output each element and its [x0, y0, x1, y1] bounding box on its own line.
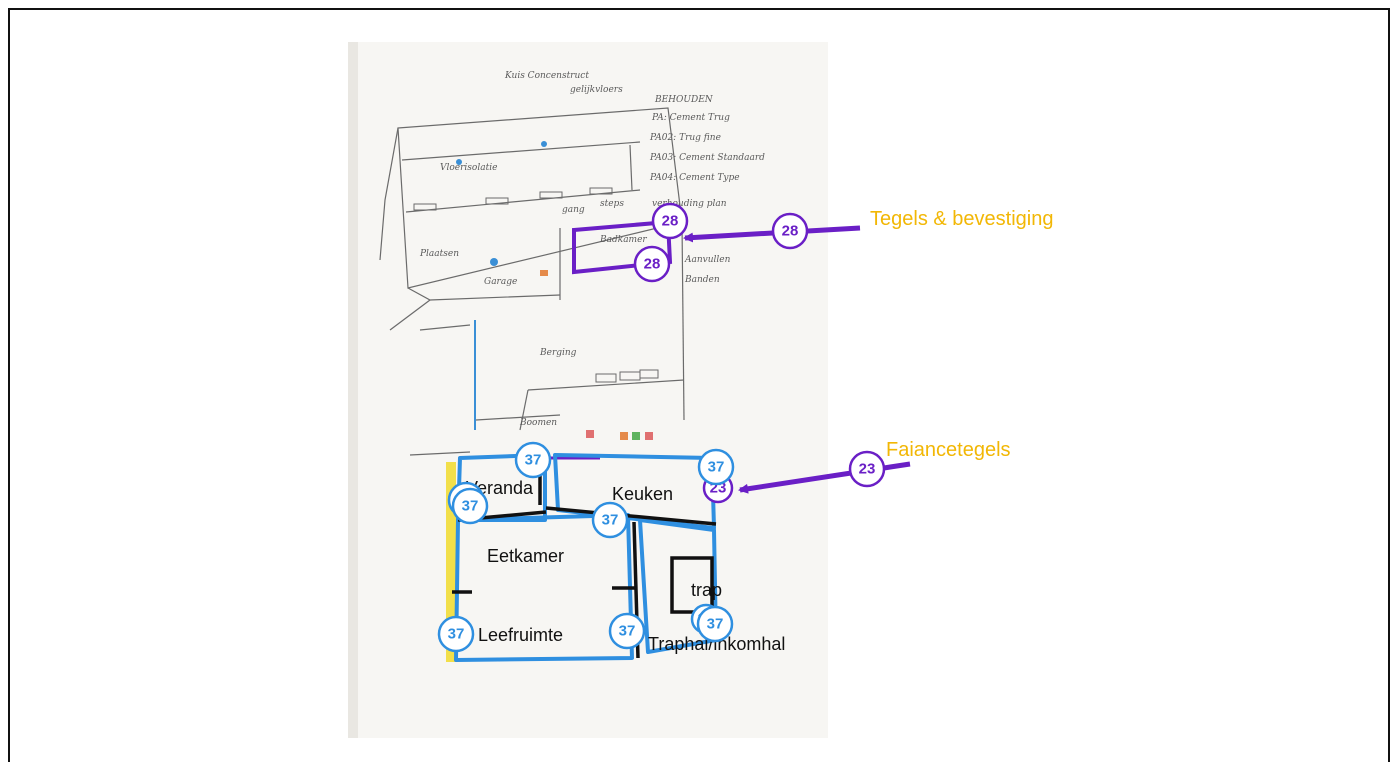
badge-28-c-text: 28 — [782, 223, 799, 240]
badge-37-7: 37 — [608, 612, 646, 650]
badge-37-1-text: 37 — [525, 452, 542, 469]
badge-37-6-text: 37 — [448, 626, 465, 643]
eetkamer-outline — [454, 513, 634, 662]
sketch-note-3: PA02: Trug fine — [649, 133, 721, 143]
room-label-veranda: Veranda — [466, 478, 534, 498]
badge-28-c: 28 — [771, 212, 809, 250]
badge-28-b-text: 28 — [644, 256, 661, 273]
sketch-note-7: Aanvullen — [684, 255, 731, 265]
sketch-fixtures — [456, 141, 653, 440]
sketch-label-berging: Berging — [539, 348, 577, 358]
badge-28-a: 28 — [651, 202, 689, 240]
sketch-labels: gang steps Berging Plaatsen Boomen Vloer… — [419, 163, 647, 428]
badge-23-a: 23 — [848, 450, 886, 488]
sketch-label-garage: Garage — [484, 277, 517, 287]
sketch-label-gang: gang — [562, 205, 585, 215]
room-label-leefruimte: Leefruimte — [478, 625, 563, 645]
sketch-note-5: PA04: Cement Type — [649, 173, 740, 183]
badge-37-9: 37 — [696, 605, 734, 643]
yellow-highlight-strip — [446, 462, 456, 662]
badge-37-5-text: 37 — [602, 512, 619, 529]
room-label-keuken: Keuken — [612, 484, 673, 504]
room-label-traphal: Traphal/inkomhal — [648, 634, 785, 654]
sketch-label-boomen: Boomen — [519, 418, 557, 428]
badge-37-1: 37 — [514, 441, 552, 479]
sketch-note-2: PA: Cement Trug — [651, 113, 730, 123]
badge-37-4: 37 — [451, 487, 489, 525]
badge-37-6: 37 — [437, 615, 475, 653]
badge-37-9-text: 37 — [707, 616, 724, 633]
wall-keuken — [545, 506, 717, 526]
sketch-note-6: verhouding plan — [652, 199, 727, 209]
callout-tiles-fastening: Tegels & bevestiging — [870, 208, 1053, 230]
room-label-eetkamer: Eetkamer — [487, 546, 564, 566]
sketch-heading-sub: gelijkvloers — [570, 85, 623, 95]
badge-28-b: 28 — [633, 245, 671, 283]
paper-shadow — [348, 42, 358, 738]
callout-wall-tiles: Faiancetegels — [886, 439, 1011, 461]
sketch-note-8: Banden — [684, 275, 720, 285]
badge-37-4-text: 37 — [462, 498, 479, 515]
sketch-photo: Kuis Concenstruct gelijkvloers BEHOUDEN … — [348, 42, 828, 738]
badge-23-a-text: 23 — [859, 461, 876, 478]
room-label-trap: trap — [691, 580, 722, 600]
sketch-label-plaatsen: Plaatsen — [419, 249, 459, 259]
slide-frame — [8, 8, 1390, 762]
sketch-note-4: PA03: Cement Standaard — [649, 153, 765, 163]
badge-37-2: 37 — [697, 448, 735, 486]
badge-28-a-text: 28 — [662, 213, 679, 230]
sketch-label-badkamer: Badkamer — [599, 235, 647, 245]
sketch-label-vloerisolatie: Vloerisolatie — [440, 163, 497, 173]
badge-37-2-text: 37 — [708, 459, 725, 476]
badge-37-7-text: 37 — [619, 623, 636, 640]
badge-37-5: 37 — [591, 501, 629, 539]
sketch-heading: Kuis Concenstruct — [504, 71, 589, 81]
sketch-label-steps: steps — [600, 199, 624, 209]
sketch-windows — [413, 187, 659, 383]
sketch-note-1: BEHOUDEN — [654, 95, 714, 105]
